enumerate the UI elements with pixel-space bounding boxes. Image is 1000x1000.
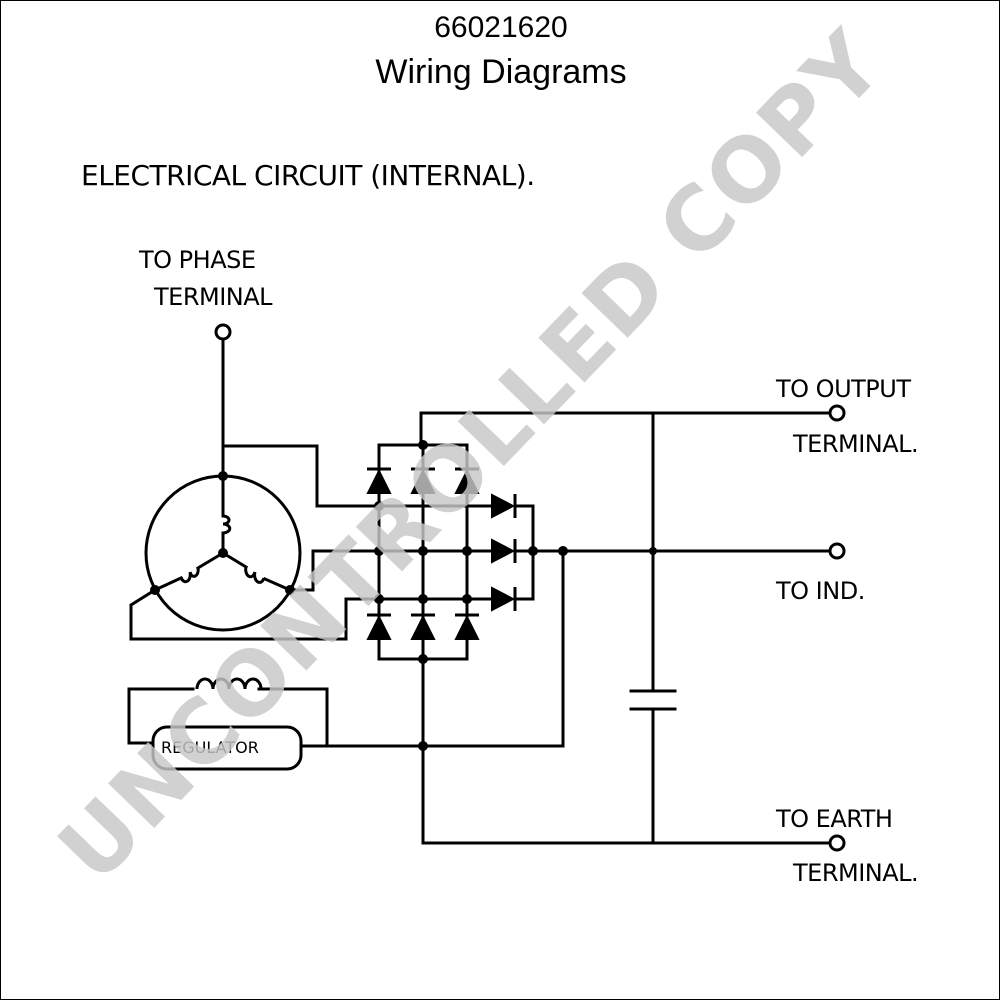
part-number: 66021620: [434, 11, 568, 44]
earth-terminal: [828, 834, 846, 852]
phase-terminal-label-line2: TERMINAL: [154, 283, 273, 311]
ind-terminal-label: TO IND.: [776, 577, 865, 605]
phase-terminal: [214, 323, 232, 341]
circuit-heading: ELECTRICAL CIRCUIT (INTERNAL).: [81, 159, 535, 192]
phase-terminal-label-line1: TO PHASE: [139, 246, 256, 274]
junction-dots: [150, 440, 657, 751]
stator-phase2-wire: [290, 549, 381, 592]
page-title: Wiring Diagrams: [375, 53, 627, 91]
upper-diodes: [366, 467, 480, 494]
stator-phase1-wire: [221, 444, 381, 508]
stator-phase3-wire: [129, 587, 381, 641]
earth-terminal-label-line2: TERMINAL.: [793, 859, 919, 887]
earth-bus: [421, 657, 833, 845]
diode-trio: [491, 493, 517, 612]
regulator-box: [151, 725, 303, 771]
output-terminal-label-line2: TERMINAL.: [793, 430, 919, 458]
field-coil: [179, 514, 266, 690]
output-terminal: [828, 404, 846, 422]
regulator-label: REGULATOR: [161, 738, 259, 757]
ind-terminal: [828, 542, 846, 560]
output-terminal-label-line1: TO OUTPUT: [776, 375, 911, 403]
lower-diodes: [366, 613, 480, 640]
earth-terminal-label-line1: TO EARTH: [776, 805, 893, 833]
